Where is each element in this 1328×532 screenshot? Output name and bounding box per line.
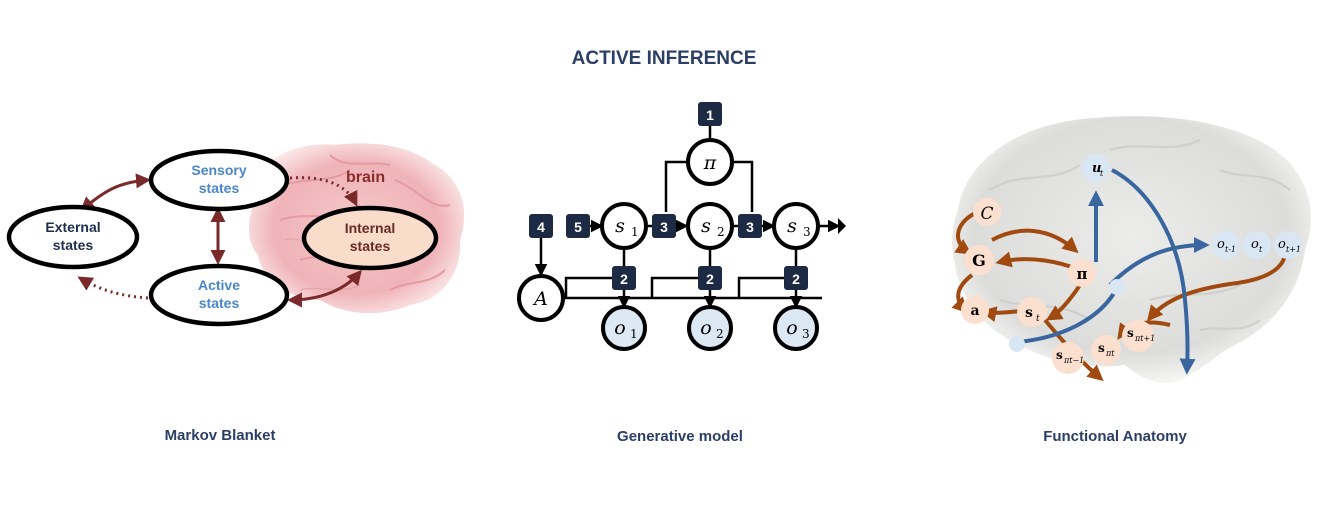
svg-text:t: t [1259, 245, 1263, 254]
functional-anatomy-caption: Functional Anatomy [1043, 428, 1187, 445]
node-s-pi-t: s πt [1091, 335, 1121, 365]
blue-junction-node-lower [1009, 336, 1025, 352]
svg-text:2: 2 [716, 327, 724, 341]
node-o3: o 3 [773, 305, 819, 351]
node-pi-anatomy: π [1068, 259, 1096, 287]
svg-text:o: o [1278, 237, 1286, 252]
svg-text:Internal: Internal [345, 220, 396, 236]
svg-text:5: 5 [574, 219, 582, 235]
svg-text:2: 2 [706, 271, 714, 287]
svg-text:Sensory: Sensory [191, 162, 246, 178]
svg-text:3: 3 [802, 327, 810, 341]
svg-text:C: C [980, 204, 993, 224]
node-s2: s 2 [686, 202, 734, 250]
figure-title: ACTIVE INFERENCE [572, 48, 757, 69]
svg-text:π: π [1077, 265, 1088, 283]
svg-text:External: External [45, 219, 100, 235]
node-o-t-plus-1: o t+1 [1274, 231, 1302, 259]
svg-text:πt−1: πt−1 [1063, 356, 1084, 365]
external-states-node: External states [6, 204, 140, 270]
factor-2b: 2 [698, 266, 722, 290]
arrow-external-sensory [79, 173, 151, 212]
markov-blanket-panel: brain External states Sensory states Act… [6, 143, 465, 444]
node-s1: s 1 [600, 202, 648, 250]
node-s-pi-t-plus-1: s πt+1 [1122, 320, 1155, 352]
node-o-t-minus-1: o t-1 [1212, 231, 1240, 259]
svg-text:states: states [350, 238, 391, 254]
svg-text:2: 2 [717, 225, 725, 239]
generative-model-caption: Generative model [617, 428, 743, 445]
node-a: a [961, 296, 989, 324]
sensory-states-node: Sensory states [148, 148, 290, 212]
svg-text:3: 3 [660, 219, 668, 235]
node-s-pi-t-minus-1: s πt−1 [1052, 342, 1084, 374]
node-pi: π [686, 138, 734, 186]
svg-text:s: s [701, 215, 711, 237]
svg-text:Active: Active [198, 277, 240, 293]
svg-text:t-1: t-1 [1225, 245, 1236, 254]
svg-text:πt: πt [1105, 349, 1115, 358]
svg-text:t: t [1036, 314, 1040, 324]
node-st: s t [1017, 297, 1047, 327]
node-o2: o 2 [687, 305, 733, 351]
arrow-internal-active [287, 269, 362, 308]
factor-5: 5 [566, 214, 590, 238]
node-u: u t [1082, 154, 1110, 182]
svg-text:2: 2 [620, 271, 628, 287]
functional-anatomy-panel: C G a π s t s πt+1 s πt [951, 116, 1311, 445]
arrow-active-external [77, 276, 149, 300]
factor-2c: 2 [784, 266, 808, 290]
svg-text:states: states [199, 295, 240, 311]
svg-text:3: 3 [746, 219, 754, 235]
svg-text:t: t [1100, 169, 1104, 178]
svg-text:t+1: t+1 [1286, 245, 1301, 254]
svg-text:s: s [1056, 348, 1063, 362]
svg-text:2: 2 [792, 271, 800, 287]
node-o-t: o t [1243, 231, 1271, 259]
svg-text:o: o [1251, 237, 1259, 252]
node-G: G [964, 245, 994, 275]
svg-text:o: o [786, 317, 797, 339]
svg-text:states: states [53, 237, 94, 253]
factor-3b: 3 [738, 214, 762, 238]
svg-text:s: s [615, 215, 625, 237]
factor-4: 4 [529, 214, 553, 238]
blue-junction-node-upper [1109, 279, 1125, 295]
svg-text:o: o [614, 317, 625, 339]
node-s3: s 3 [772, 202, 820, 250]
svg-text:s: s [1127, 326, 1134, 340]
factor-3a: 3 [652, 214, 676, 238]
svg-text:1: 1 [630, 327, 638, 341]
svg-text:s: s [787, 215, 797, 237]
svg-text:a: a [970, 303, 979, 319]
blue-connections [1017, 168, 1210, 375]
node-C: C [973, 198, 1001, 226]
svg-text:u: u [1092, 161, 1101, 176]
svg-text:1: 1 [631, 225, 639, 239]
factor-1: 1 [698, 102, 722, 126]
internal-states-node: Internal states [301, 205, 439, 271]
svg-text:3: 3 [803, 225, 811, 239]
svg-text:G: G [972, 251, 986, 270]
generative-model-panel: π s 1 s 2 s 3 A o 1 o 2 [517, 102, 846, 445]
svg-text:1: 1 [706, 107, 714, 123]
node-o1: o 1 [601, 305, 647, 351]
svg-text:states: states [199, 180, 240, 196]
markov-blanket-caption: Markov Blanket [165, 427, 276, 444]
svg-text:A: A [532, 288, 548, 310]
svg-text:πt+1: πt+1 [1134, 334, 1155, 343]
factor-2a: 2 [612, 266, 636, 290]
active-states-node: Active states [148, 263, 290, 327]
node-A: A [517, 274, 565, 322]
svg-text:4: 4 [537, 219, 545, 235]
svg-text:s: s [1025, 305, 1033, 321]
svg-text:π: π [703, 152, 717, 174]
brain-label: brain [346, 169, 385, 186]
svg-text:o: o [1217, 237, 1225, 252]
svg-text:o: o [700, 317, 711, 339]
svg-text:s: s [1098, 341, 1105, 355]
